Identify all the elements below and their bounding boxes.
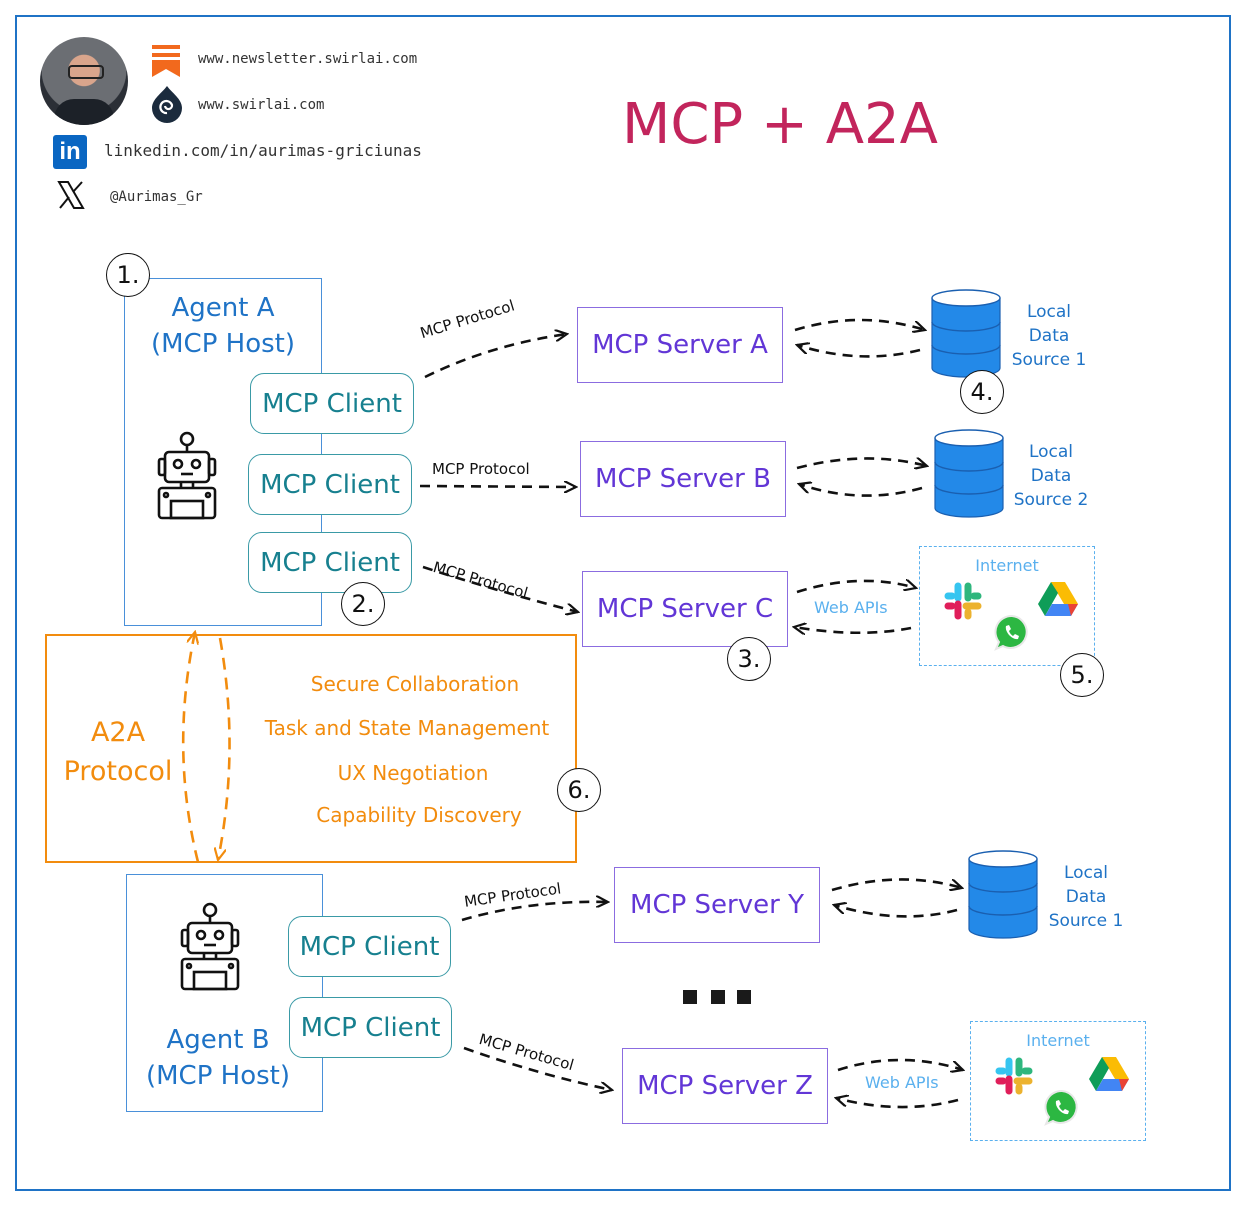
web-apis-label: Web APIs [865,1073,939,1092]
a2a-feature: Capability Discovery [316,803,522,827]
author-avatar [40,37,128,125]
a2a-title-line1: A2A [90,717,146,748]
ds-label-line: Local [1026,302,1072,322]
step-marker-6: 6. [557,768,601,812]
agent-a-client-3[interactable]: MCP Client [248,532,412,593]
database-icon [967,849,1039,941]
robot-icon [155,431,219,521]
ds-label-line: Source 1 [1048,911,1124,931]
database-icon [933,428,1005,520]
internet-label: Internet [975,556,1039,575]
data-source-1-label: Local Data Source 1 [1010,300,1088,372]
ellipsis-dot [683,990,697,1004]
web-apis-label: Web APIs [814,598,888,617]
whatsapp-icon [1043,1089,1081,1127]
a2a-feature: Task and State Management [264,716,550,740]
a2a-feature: UX Negotiation [337,761,489,785]
database-icon [930,288,1002,380]
internet-box-z [970,1021,1146,1141]
ds-label-line: Data [1030,466,1072,486]
agent-b-box[interactable] [126,874,323,1112]
agent-a-name: Agent A [171,293,275,323]
mcp-server-z[interactable]: MCP Server Z [622,1048,828,1124]
step-marker-1: 1. [106,253,150,297]
linkedin-icon: in [53,135,87,169]
step-marker-2: 2. [341,582,385,626]
agent-b-name: Agent B [166,1025,270,1055]
mcp-server-a[interactable]: MCP Server A [577,307,783,383]
agent-b-role: (MCP Host) [145,1061,290,1091]
agent-a-box[interactable] [124,278,322,626]
ds-label-line: Local [1063,863,1109,883]
protocol-label-b: MCP Protocol [432,460,530,478]
newsletter-link[interactable]: www.newsletter.swirlai.com [198,51,418,67]
diagram-frame [15,15,1231,1191]
agent-b-client-1[interactable]: MCP Client [288,916,451,977]
mcp-server-c[interactable]: MCP Server C [582,571,788,647]
ds-label-line: Source 2 [1013,490,1089,510]
google-drive-icon [1089,1055,1129,1091]
mcp-server-b[interactable]: MCP Server B [580,441,786,517]
internet-box-c [919,546,1095,666]
step-marker-3: 3. [727,637,771,681]
a2a-title-line2: Protocol [63,756,173,787]
whatsapp-icon [993,614,1031,652]
data-source-y-label: Local Data Source 1 [1047,861,1125,933]
agent-a-role: (MCP Host) [150,329,295,359]
ds-label-line: Data [1065,887,1107,907]
ellipsis-dot [737,990,751,1004]
step-marker-4: 4. [960,370,1004,414]
a2a-feature: Secure Collaboration [310,672,520,696]
x-logo-icon [56,180,86,210]
ds-label-line: Local [1028,442,1074,462]
agent-a-client-1[interactable]: MCP Client [250,373,414,434]
ellipsis-dot [711,990,725,1004]
newsletter-icon [152,45,180,77]
ds-label-line: Source 1 [1011,350,1087,370]
page-title: MCP + A2A [622,92,938,157]
mcp-server-y[interactable]: MCP Server Y [614,867,820,943]
slack-icon [995,1057,1033,1095]
agent-a-client-2[interactable]: MCP Client [248,454,412,515]
ds-label-line: Data [1028,326,1070,346]
swirlai-logo-icon [150,85,184,123]
step-marker-5: 5. [1060,653,1104,697]
agent-b-client-2[interactable]: MCP Client [289,997,452,1058]
data-source-2-label: Local Data Source 2 [1012,440,1090,512]
slack-icon [944,582,982,620]
internet-label: Internet [1026,1031,1090,1050]
google-drive-icon [1038,580,1078,616]
a2a-protocol-box [45,634,577,863]
linkedin-link[interactable]: linkedin.com/in/aurimas-griciunas [104,141,422,160]
site-link[interactable]: www.swirlai.com [198,97,325,113]
x-handle[interactable]: @Aurimas_Gr [110,189,203,205]
robot-icon [178,902,242,992]
